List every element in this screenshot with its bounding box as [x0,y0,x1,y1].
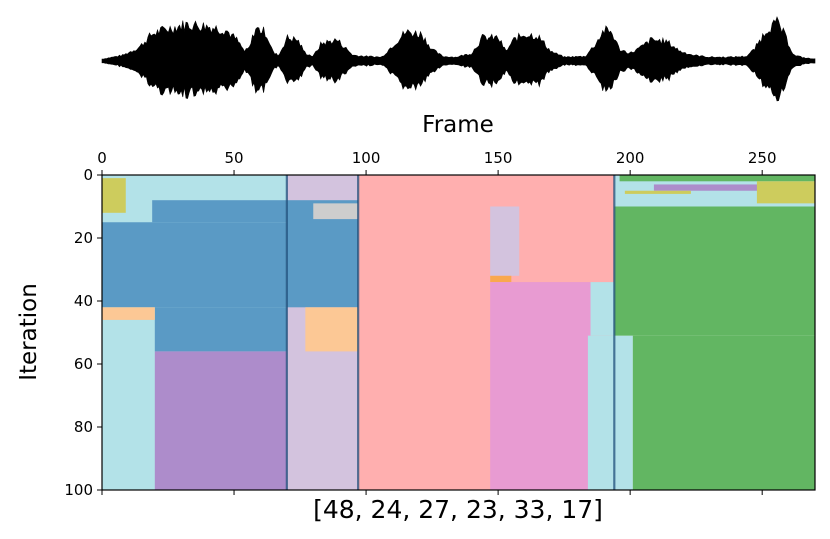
segment-cell-olive [756,181,815,204]
x-axis-top: 0 50 100 150 200 250 [97,149,777,175]
y-tick-label: 80 [74,418,93,436]
segment-cell-gray [313,203,359,220]
x-axis-title: Frame [422,112,494,138]
segment-cell-purple [653,184,763,191]
segment-cell-peach [102,307,155,320]
segment-cell-blue [152,200,287,223]
caption: [48, 24, 27, 23, 33, 17] [313,495,603,524]
waveform [101,16,816,102]
segment-cell-green [614,206,815,336]
y-tick-label: 40 [74,292,93,310]
segment-cell-purple [154,351,287,490]
waveform-trace [101,16,816,102]
x-tick-label: 150 [484,149,513,167]
x-tick-label: 100 [352,149,381,167]
segment-cell-blue [102,222,287,308]
segment-cell-blue [154,307,287,352]
x-tick-label: 250 [748,149,777,167]
segment-cell-olive [102,178,126,213]
x-axis-bottom [101,490,763,495]
x-tick-label: 50 [224,149,243,167]
y-tick-label: 0 [83,166,93,184]
y-tick-label: 20 [74,229,93,247]
x-tick-label: 0 [97,149,107,167]
segment-cell-magenta [490,282,591,490]
x-tick-label: 200 [616,149,645,167]
y-axis-title: Iteration [16,283,42,381]
y-tick-label: 60 [74,355,93,373]
segment-cell-green [619,175,815,182]
segment-cell-green [632,335,815,490]
y-tick-label: 100 [64,481,93,499]
segment-cell-lightblue [587,335,633,490]
y-axis-left: 0 20 40 60 80 100 [64,166,102,499]
segment-cell-lavender [490,206,520,276]
segment-boundaries [285,175,616,490]
heatmap [102,175,815,490]
segment-cell-lightblue [590,282,615,336]
segment-cell-peach [305,307,359,352]
plot-frame [101,174,816,491]
segment-cell-olive [624,190,691,194]
segment-cell-orange [490,275,512,283]
